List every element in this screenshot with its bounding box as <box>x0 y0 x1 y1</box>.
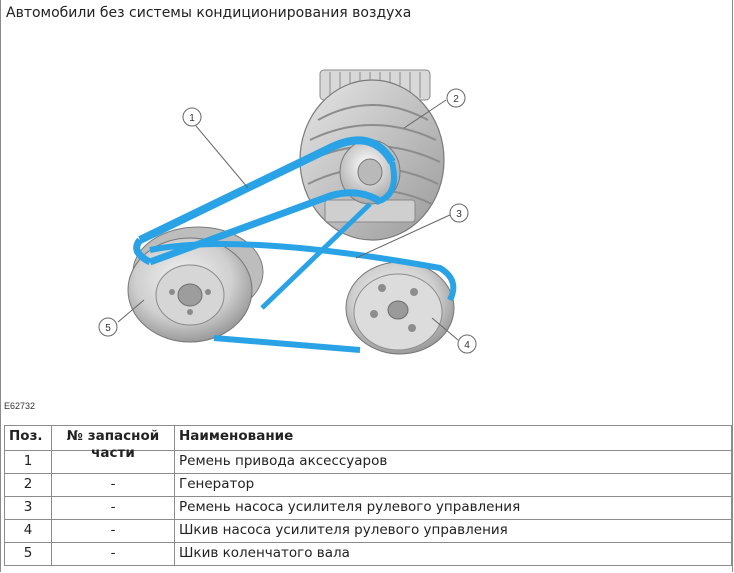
row-part-number: - <box>51 542 175 566</box>
figure-code: E62732 <box>4 401 36 411</box>
row-name: Ремень привода аксессуаров <box>174 450 732 474</box>
belt-drive-diagram: 1 2 3 4 5 <box>98 69 477 355</box>
callout-5-label: 5 <box>105 323 111 334</box>
parts-table: Поз. № запасной части Наименование 1 Рем… <box>4 425 732 566</box>
table-row: 5 - Шкив коленчатого вала <box>4 542 732 566</box>
power-steering-pulley <box>345 261 455 355</box>
power-steering-belt <box>149 202 457 353</box>
callout-4-label: 4 <box>464 340 470 351</box>
row-name: Шкив коленчатого вала <box>174 542 732 566</box>
callout-2: 2 <box>446 88 466 108</box>
row-part-number: - <box>51 496 175 520</box>
row-pos: 4 <box>4 519 52 543</box>
page-title: Автомобили без системы кондиционирования… <box>6 5 412 21</box>
callout-3: 3 <box>449 203 469 223</box>
header-pos: Поз. <box>4 425 52 451</box>
callout-1: 1 <box>182 107 202 127</box>
row-name: Ремень насоса усилителя рулевого управле… <box>174 496 732 520</box>
header-part-number-label: № запасной части <box>66 428 160 461</box>
callout-4: 4 <box>457 334 477 354</box>
alternator <box>299 69 445 241</box>
row-pos: 2 <box>4 473 52 497</box>
row-name: Шкив насоса усилителя рулевого управлени… <box>174 519 732 543</box>
header-name: Наименование <box>174 425 732 451</box>
table-header-row: Поз. № запасной части Наименование <box>4 425 732 461</box>
callout-2-label: 2 <box>453 94 459 105</box>
row-part-number: - <box>51 473 175 497</box>
callout-3-label: 3 <box>456 209 462 220</box>
callout-leaders <box>117 99 459 341</box>
row-pos: 3 <box>4 496 52 520</box>
accessory-drive-belt <box>133 136 397 266</box>
table-row: 4 - Шкив насоса усилителя рулевого управ… <box>4 519 732 543</box>
row-pos: 5 <box>4 542 52 566</box>
row-pos: 1 <box>4 450 52 474</box>
header-part-number: № запасной части <box>51 425 175 461</box>
callout-1-label: 1 <box>189 113 195 124</box>
row-name: Генератор <box>174 473 732 497</box>
row-part-number: - <box>51 519 175 543</box>
table-row: 3 - Ремень насоса усилителя рулевого упр… <box>4 496 732 520</box>
callout-5: 5 <box>98 317 118 337</box>
table-row: 2 - Генератор <box>4 473 732 497</box>
